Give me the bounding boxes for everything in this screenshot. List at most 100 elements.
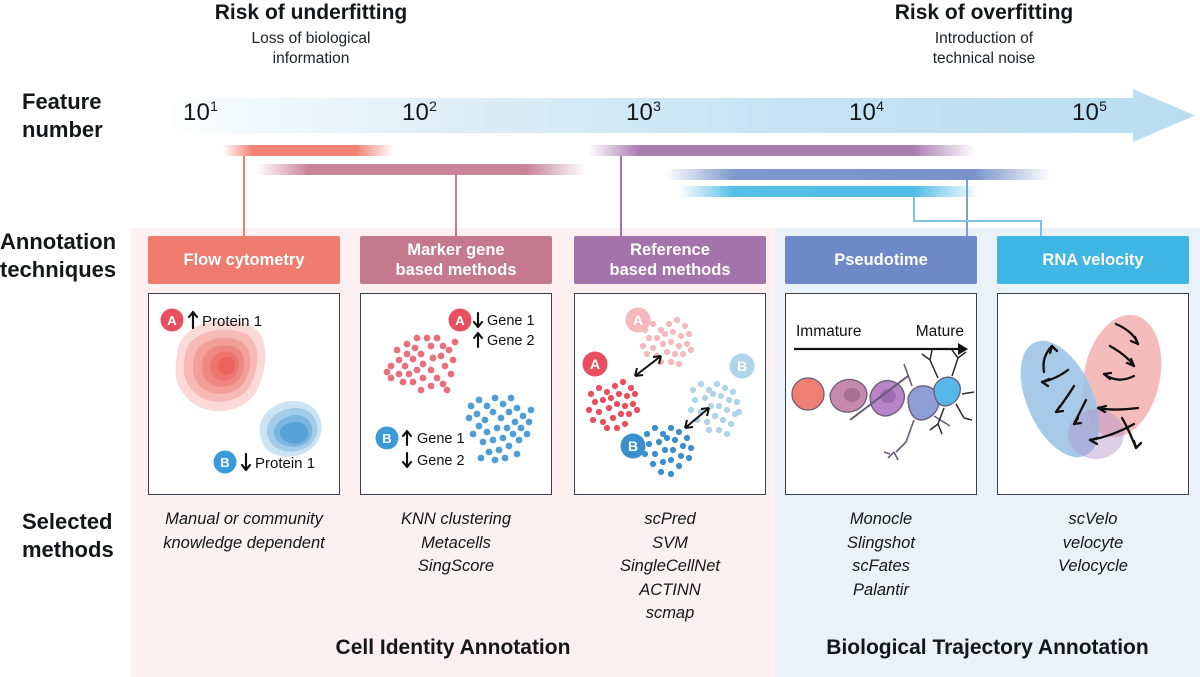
cell-intermediate-process: [849, 375, 909, 421]
maturation-arrowhead-icon: [958, 343, 968, 355]
badge-b-query-icon: [620, 433, 646, 459]
badge-a-icon: [448, 308, 472, 332]
badge-b-reference-icon: [729, 353, 755, 379]
axis-tick-10-5: 105: [1072, 98, 1108, 126]
gene-1-label-b: Gene 1: [417, 431, 465, 447]
axis-tick-10-4: 104: [849, 98, 885, 126]
method-item: Velocycle: [1057, 557, 1128, 575]
connector-pseudotime-vertical: [966, 180, 968, 236]
method-item: knowledge dependent: [163, 533, 325, 552]
connector-rna-velocity-bridge: [913, 220, 1041, 222]
velocity-cluster-overlap: [1068, 409, 1124, 459]
risk-overfitting-title: Risk of overfitting: [894, 1, 1074, 24]
badge-a-query-icon: [582, 351, 608, 377]
methods-list-flow-cytometry: Manual or community knowledge dependent: [139, 508, 349, 555]
svg-text:B: B: [220, 455, 229, 470]
mapping-arrow-b: [684, 407, 710, 429]
connector-rna-velocity-drop: [1040, 220, 1042, 236]
footer-biological-trajectory-annotation: Biological Trajectory Annotation: [826, 636, 1149, 659]
svg-text:A: A: [633, 312, 643, 328]
mapping-arrow-a: [634, 355, 662, 377]
protein-1-label-b: Protein 1: [255, 455, 315, 472]
svg-text:A: A: [590, 356, 600, 372]
velocity-arrows: [1040, 322, 1143, 450]
connector-rna-velocity-stub: [913, 197, 915, 221]
illustration-pseudotime: Immature Mature: [785, 293, 977, 495]
technique-title-marker-gene-line2: based methods: [395, 261, 517, 279]
axis-tick-10-2: 102: [402, 98, 438, 126]
technique-header-pseudotime[interactable]: Pseudotime: [785, 236, 977, 284]
methods-list-pseudotime: Monocle Slingshot scFates Palantir: [776, 508, 986, 602]
risk-underfitting-title: Risk of underfitting: [214, 1, 408, 24]
svg-text:B: B: [382, 431, 391, 446]
risk-underfitting-subtitle-line2: information: [272, 49, 350, 67]
technique-column-reference-based[interactable]: Reference based methods: [574, 236, 766, 495]
method-item: scmap: [645, 604, 695, 622]
range-bar-pseudotime: [665, 169, 1051, 180]
scatter-cluster-a: [383, 334, 459, 394]
technique-header-marker-gene[interactable]: Marker gene based methods: [360, 236, 552, 284]
feature-number-axis-arrow: [165, 89, 1195, 142]
method-item: velocyte: [1062, 533, 1124, 552]
scatter-cluster-b-query: [641, 424, 695, 478]
technique-column-rna-velocity[interactable]: RNA velocity: [997, 236, 1189, 495]
technique-header-flow-cytometry[interactable]: Flow cytometry: [148, 236, 340, 284]
row-label-selected-line2: methods: [22, 537, 114, 562]
range-bar-marker-gene: [256, 164, 586, 175]
cell-progenitor: [791, 377, 825, 411]
cell-late-processes: [883, 363, 951, 461]
illustration-flow-cytometry: A Protein 1 B Protein 1: [148, 293, 340, 495]
svg-text:A: A: [167, 313, 177, 328]
method-item: SVM: [652, 533, 688, 552]
cell-early-nucleus: [844, 388, 860, 402]
technique-title-marker-gene-line1: Marker gene: [407, 241, 505, 259]
svg-text:B: B: [737, 358, 747, 374]
method-item: Metacells: [421, 533, 491, 552]
risk-underfitting-callout: Risk of underfitting Loss of biological …: [186, 0, 436, 68]
method-item: KNN clustering: [400, 510, 512, 528]
badge-a-reference-icon: [625, 307, 651, 333]
technique-column-flow-cytometry[interactable]: Flow cytometry: [148, 236, 340, 495]
method-item: scFates: [852, 557, 910, 575]
method-item: scPred: [644, 510, 696, 528]
connector-reference-based: [620, 156, 622, 236]
method-item: scVelo: [1068, 510, 1118, 528]
methods-list-reference-based: scPred SVM SingleCellNet ACTINN scmap: [565, 508, 775, 626]
row-label-annotation-techniques: Annotation techniques: [0, 228, 116, 284]
arrow-up-icon: [401, 429, 413, 447]
technique-column-pseudotime[interactable]: Pseudotime Immature Mature: [785, 236, 977, 495]
gene-2-label-b: Gene 2: [417, 453, 465, 469]
badge-b-icon: [375, 426, 399, 450]
density-cluster-a: [175, 320, 266, 412]
risk-overfitting-callout: Risk of overfitting Introduction of tech…: [862, 0, 1106, 68]
row-label-selected-line1: Selected: [22, 509, 113, 534]
technique-header-rna-velocity[interactable]: RNA velocity: [997, 236, 1189, 284]
method-item: Slingshot: [847, 533, 915, 552]
svg-text:B: B: [628, 438, 638, 454]
range-bar-rna-velocity: [679, 186, 979, 197]
arrow-down-icon: [401, 451, 413, 469]
technique-header-reference-based[interactable]: Reference based methods: [574, 236, 766, 284]
scatter-cluster-b: [465, 394, 535, 464]
immature-label: Immature: [796, 323, 861, 340]
method-item: ACTINN: [639, 580, 701, 599]
axis-tick-10-3: 103: [626, 98, 662, 126]
row-label-annotation-line1: Annotation: [0, 229, 117, 254]
cell-intermediate-nucleus: [880, 389, 896, 403]
badge-a-icon: [160, 308, 184, 332]
technique-column-marker-gene[interactable]: Marker gene based methods: [360, 236, 552, 495]
range-bar-flow-cytometry: [222, 145, 394, 156]
method-item: Monocle: [849, 510, 913, 528]
illustration-reference-based: A A B B: [574, 293, 766, 495]
row-label-feature-number: Feature number: [22, 88, 103, 144]
cell-late: [907, 385, 940, 421]
velocity-cluster-blue: [1020, 340, 1100, 458]
methods-list-marker-gene: KNN clustering Metacells SingScore: [351, 508, 561, 579]
risk-overfitting-subtitle-line2: technical noise: [932, 49, 1036, 67]
method-item: SingScore: [417, 557, 495, 575]
risk-overfitting-subtitle: Introduction of technical noise: [862, 29, 1106, 68]
arrow-down-icon: [240, 452, 252, 472]
row-label-annotation-line2: techniques: [0, 257, 117, 282]
arrow-down-icon: [472, 311, 484, 329]
